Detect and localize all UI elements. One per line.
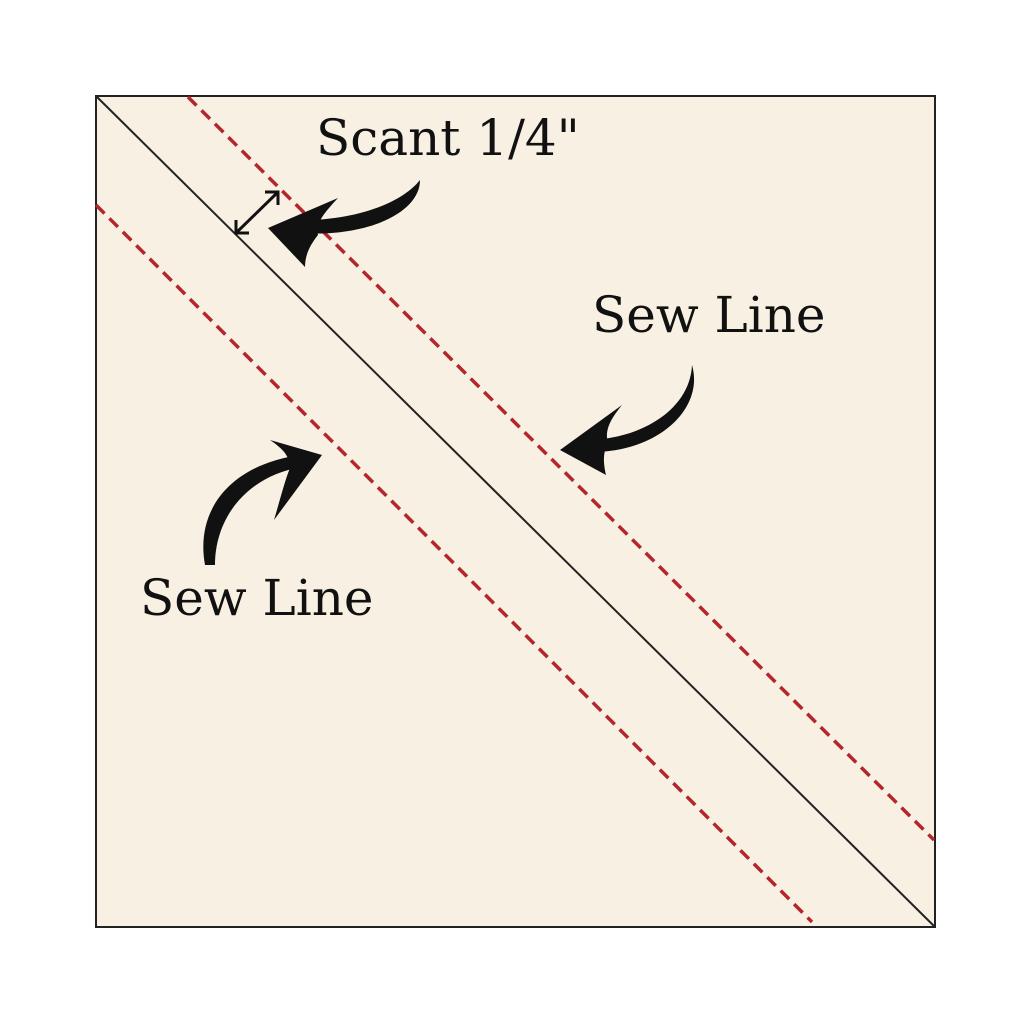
scant-quarter-inch-label: Scant 1/4" bbox=[316, 109, 580, 167]
sew-line-lower bbox=[94, 203, 814, 924]
curved-arrow-icon bbox=[560, 365, 695, 475]
curved-arrow-icon bbox=[203, 440, 322, 565]
sew-line-lower-label: Sew Line bbox=[140, 569, 374, 627]
curved-arrow-icon bbox=[268, 180, 420, 267]
sew-line-upper-label: Sew Line bbox=[592, 286, 826, 344]
double-arrow-icon bbox=[234, 190, 280, 235]
